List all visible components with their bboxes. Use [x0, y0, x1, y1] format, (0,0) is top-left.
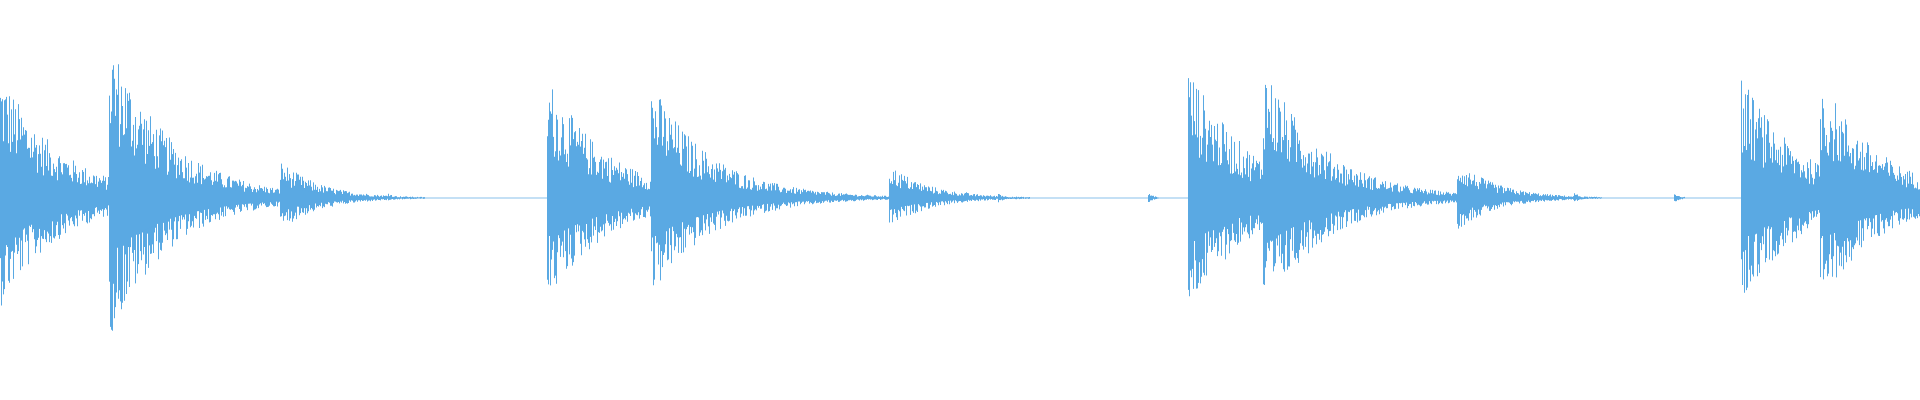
waveform-core	[0, 160, 1920, 236]
waveform-samples	[0, 64, 1920, 331]
